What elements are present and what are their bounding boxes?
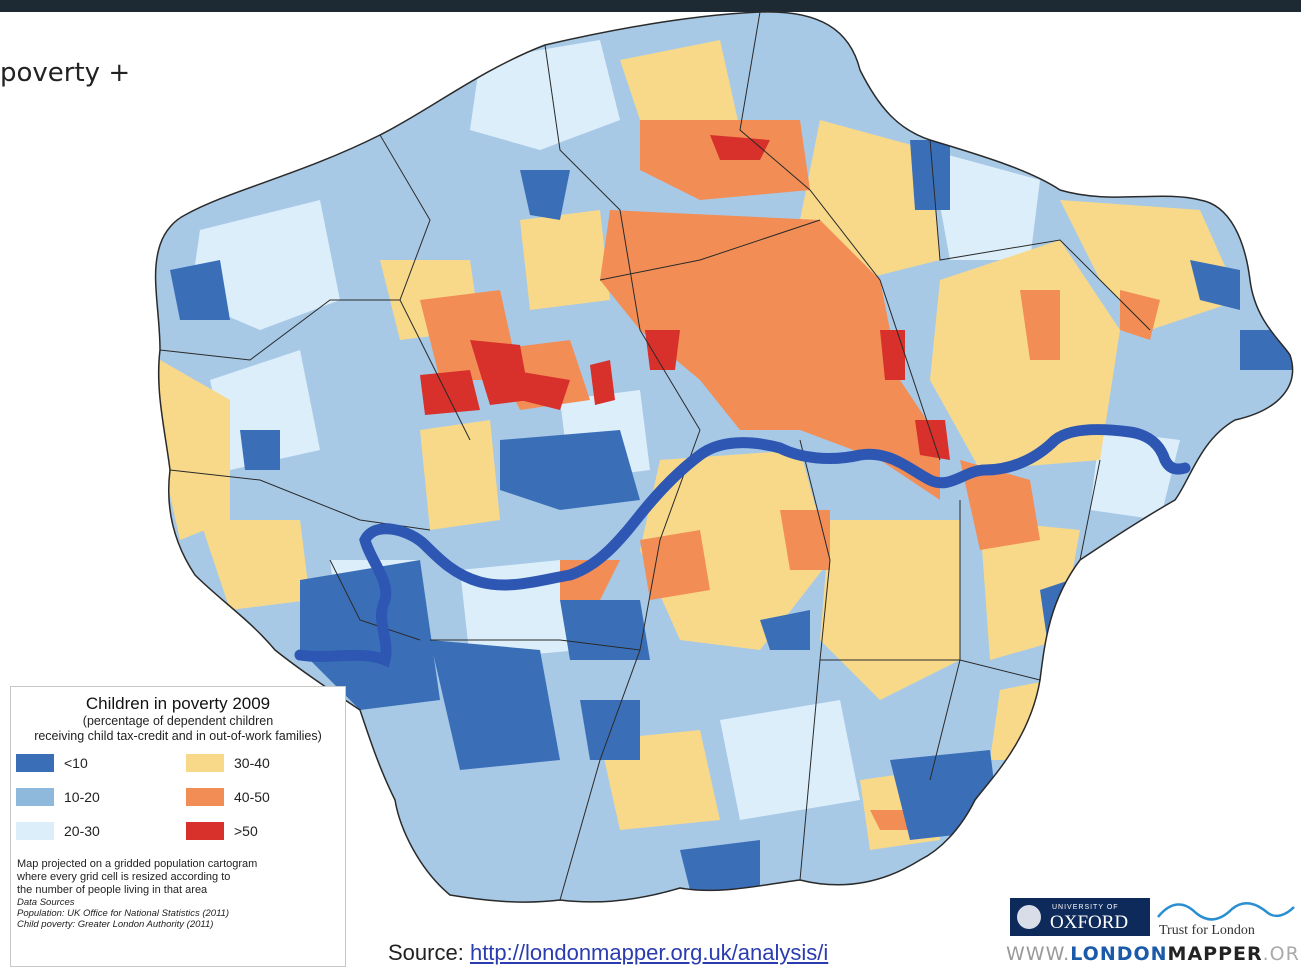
legend-note-1: Map projected on a gridded population ca… <box>17 858 258 870</box>
legend-color-swatch <box>186 788 224 806</box>
map-legend: Children in poverty 2009 (percentage of … <box>10 686 346 967</box>
slide-title-fragment: poverty + <box>0 58 131 88</box>
legend-title: Children in poverty 2009 <box>85 694 271 713</box>
legend-class-label: 10-20 <box>64 789 100 805</box>
legend-class-label: <10 <box>64 755 88 771</box>
legend-notes: Map projected on a gridded population ca… <box>17 858 345 930</box>
legend-class: 10-20 <box>16 788 186 806</box>
site-suffix: .ORG.UK <box>1262 943 1301 965</box>
legend-color-swatch <box>16 788 54 806</box>
legend-class-label: 30-40 <box>234 755 270 771</box>
legend-source-population: Population: UK Office for National Stati… <box>17 908 230 919</box>
legend-class: 40-50 <box>186 788 336 806</box>
legend-subtitle-1: (percentage of dependent children <box>82 714 274 728</box>
trust-wave-icon <box>1157 901 1295 921</box>
legend-class-label: 40-50 <box>234 789 270 805</box>
thames-river <box>294 424 1191 668</box>
legend-class: 30-40 <box>186 754 336 772</box>
borough-boundaries <box>159 11 1151 901</box>
legend-note-3: the number of people living in that area <box>17 884 208 896</box>
legend-color-swatch <box>186 754 224 772</box>
londonmapper-logo: WWW.LONDONMAPPER.ORG.UK <box>1006 943 1301 965</box>
legend-class-label: >50 <box>234 823 258 839</box>
site-mapper: MAPPER <box>1167 943 1263 965</box>
legend-source-poverty: Child poverty: Greater London Authority … <box>17 919 214 930</box>
legend-subtitle-2: receiving child tax-credit and in out-of… <box>34 729 322 743</box>
legend-note-2: where every grid cell is resized accordi… <box>17 871 231 883</box>
site-prefix: WWW. <box>1006 943 1071 965</box>
top-bar <box>0 0 1301 12</box>
legend-class: <10 <box>16 754 186 772</box>
oxford-logo-small: UNIVERSITY OF <box>1052 904 1119 911</box>
legend-class: 20-30 <box>16 822 186 840</box>
logos-panel: UNIVERSITY OF OXFORD Trust for London WW… <box>1006 893 1301 967</box>
oxford-logo-name: OXFORD <box>1050 912 1129 933</box>
oxford-seal-icon <box>1017 905 1041 929</box>
legend-swatches: <10 30-40 10-20 40-50 20-30 >50 <box>16 754 345 840</box>
legend-class: >50 <box>186 822 336 840</box>
oxford-logo: UNIVERSITY OF OXFORD <box>1010 898 1150 936</box>
legend-class-label: 20-30 <box>64 823 100 839</box>
source-prefix: Source: <box>388 940 464 965</box>
legend-color-swatch <box>186 822 224 840</box>
source-link[interactable]: http://londonmapper.org.uk/analysis/i <box>469 940 829 965</box>
legend-color-swatch <box>16 822 54 840</box>
legend-color-swatch <box>16 754 54 772</box>
trust-for-london-logo: Trust for London <box>1159 923 1255 938</box>
site-london: LONDON <box>1070 943 1168 965</box>
legend-sources-heading: Data Sources <box>17 897 75 908</box>
source-line: Source: http://londonmapper.org.uk/analy… <box>388 940 828 966</box>
